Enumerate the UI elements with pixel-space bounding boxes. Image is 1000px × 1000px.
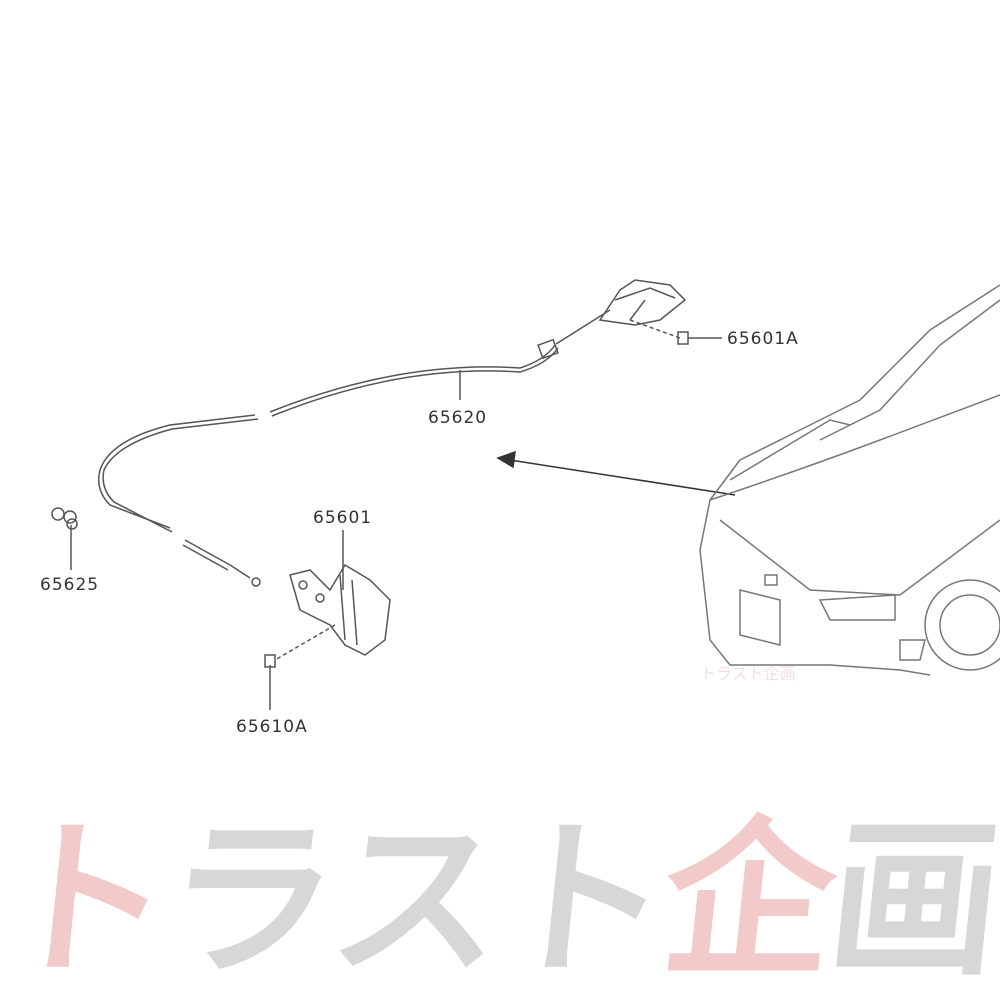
label-65620: 65620	[428, 408, 488, 428]
bolt-top	[629, 319, 722, 345]
small-watermark: トラスト企画	[700, 664, 796, 683]
watermark-char: 企	[653, 800, 837, 1000]
watermark-char: 画	[819, 800, 1000, 1000]
label-65601A: 65601A	[727, 329, 799, 349]
watermark-char: ト	[0, 800, 173, 1000]
clip-part	[51, 507, 78, 530]
location-arrow	[496, 450, 736, 496]
watermark-char: ト	[487, 800, 671, 1000]
hood-release-cable	[98, 309, 611, 587]
release-handle	[598, 279, 687, 326]
label-65610A: 65610A	[236, 717, 308, 737]
car-front-view	[699, 284, 1000, 676]
label-65625: 65625	[40, 575, 100, 595]
label-65601: 65601	[313, 508, 373, 528]
watermark-char: ス	[321, 800, 505, 1000]
hood-latch	[264, 563, 391, 668]
brand-watermark: ト ラ ス ト 企 画	[0, 770, 1000, 1000]
watermark-char: ラ	[155, 800, 339, 1000]
